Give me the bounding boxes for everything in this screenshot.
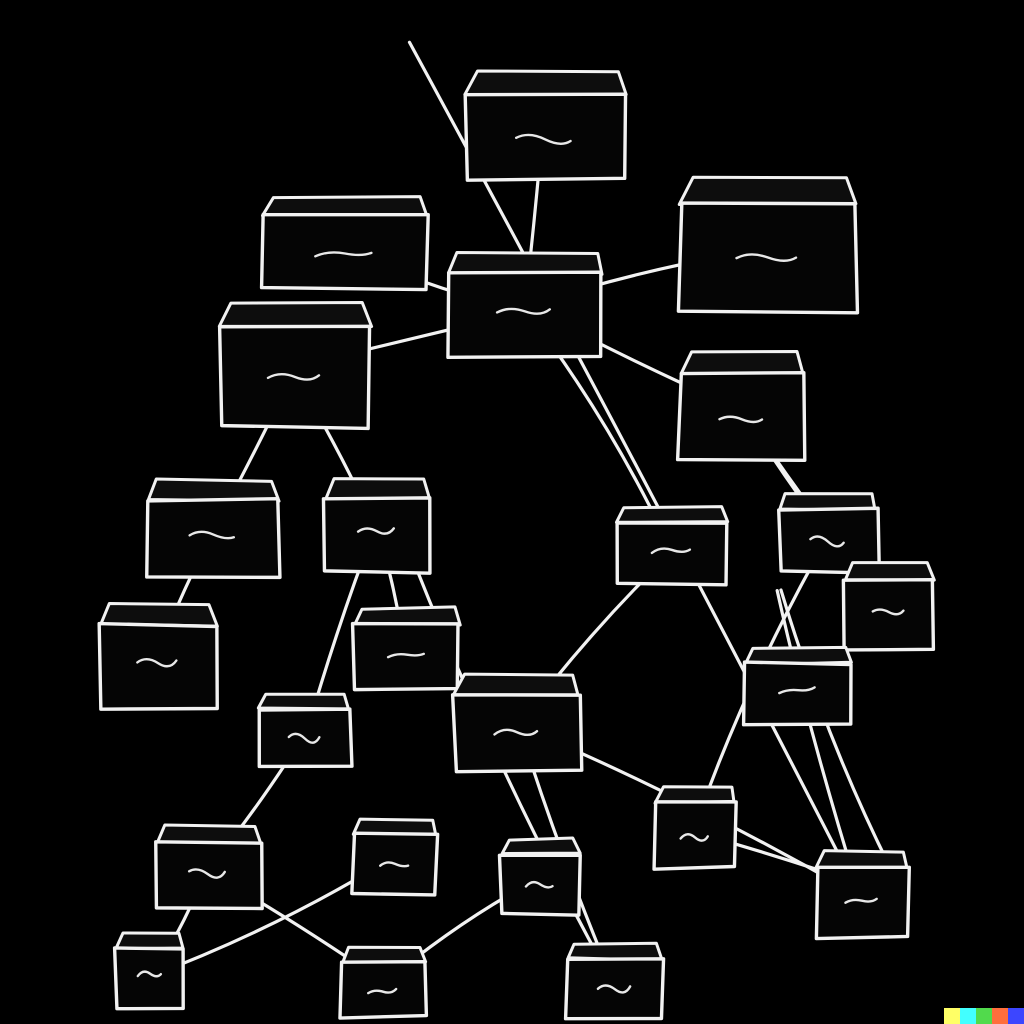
signature-swatch-2: [960, 1008, 976, 1024]
node-n16: [450, 672, 584, 774]
node-n5-scribble: [495, 307, 551, 315]
node-n19-scribble: [136, 970, 163, 978]
node-n6-scribble: [718, 415, 764, 424]
signature-swatch-4: [992, 1008, 1008, 1024]
node-n23-scribble: [596, 984, 632, 994]
signature-swatch-3: [976, 1008, 992, 1024]
node-n12-face: [615, 521, 729, 587]
node-n21: [338, 945, 429, 1020]
node-n8-scribble: [356, 527, 395, 535]
node-layer: [97, 69, 936, 1021]
node-n8-face: [321, 496, 432, 575]
node-n1-face: [463, 92, 628, 182]
node-n6: [675, 349, 807, 462]
node-n12-scribble: [650, 547, 692, 555]
node-n14-top: [843, 561, 936, 582]
node-n24-scribble: [844, 897, 878, 904]
node-n14-scribble: [871, 608, 905, 616]
node-n5: [446, 251, 604, 360]
node-n11-scribble: [287, 732, 321, 744]
node-n10-scribble: [386, 652, 425, 659]
color-signature-strip: [944, 1008, 1024, 1024]
node-n3-scribble: [735, 253, 798, 262]
node-n2-scribble: [314, 251, 373, 258]
node-n4: [217, 301, 374, 431]
node-n2: [259, 195, 430, 292]
node-n19: [112, 931, 185, 1011]
node-n14-face: [841, 577, 936, 652]
node-n20: [350, 817, 440, 897]
node-n9: [97, 602, 219, 711]
signature-swatch-5: [1008, 1008, 1024, 1024]
node-n17-face: [652, 800, 738, 871]
node-n7: [145, 477, 282, 580]
node-n22-top: [500, 836, 582, 856]
node-n13-scribble: [809, 535, 845, 548]
node-n24-face: [814, 865, 912, 941]
node-n7-face: [145, 496, 282, 580]
node-n16-scribble: [493, 728, 539, 737]
node-n14: [841, 561, 936, 652]
node-n1: [463, 69, 628, 182]
node-n24: [813, 849, 912, 941]
node-n17-scribble: [679, 833, 709, 842]
node-n7-scribble: [188, 530, 235, 540]
node-n6-face: [675, 371, 807, 462]
node-n20-scribble: [379, 861, 410, 868]
node-n18: [154, 823, 264, 911]
node-n11: [256, 692, 354, 769]
node-n6-top: [679, 349, 805, 376]
node-n2-face: [259, 212, 430, 292]
node-n19-top: [114, 931, 185, 951]
node-n4-scribble: [266, 373, 321, 381]
node-n15-face: [741, 660, 853, 727]
node-n9-scribble: [136, 658, 178, 668]
node-n17: [652, 785, 738, 871]
node-n23: [563, 941, 666, 1021]
node-n21-face: [338, 959, 429, 1020]
node-n8-top: [324, 477, 431, 501]
node-n11-top: [256, 692, 350, 711]
node-n18-scribble: [187, 868, 226, 879]
signature-swatch-1: [944, 1008, 960, 1024]
node-n3: [676, 175, 860, 315]
node-n1-top: [463, 69, 628, 97]
node-n9-face: [97, 621, 219, 711]
node-n10: [350, 605, 462, 692]
node-n15: [741, 645, 853, 727]
node-n21-top: [341, 945, 428, 964]
node-n22-scribble: [524, 880, 554, 889]
node-n15-scribble: [778, 686, 816, 695]
node-n22: [497, 836, 582, 917]
node-n12: [614, 505, 730, 587]
node-n21-scribble: [367, 987, 398, 995]
node-n5-face: [446, 270, 603, 360]
node-n10-face: [350, 621, 460, 692]
node-n19-face: [112, 946, 185, 1011]
node-n16-top: [451, 672, 580, 697]
node-n8: [321, 477, 432, 575]
node-n3-top: [677, 175, 858, 206]
node-n1-scribble: [515, 133, 572, 145]
node-n12-top: [614, 505, 730, 524]
node-n4-top: [217, 301, 374, 328]
